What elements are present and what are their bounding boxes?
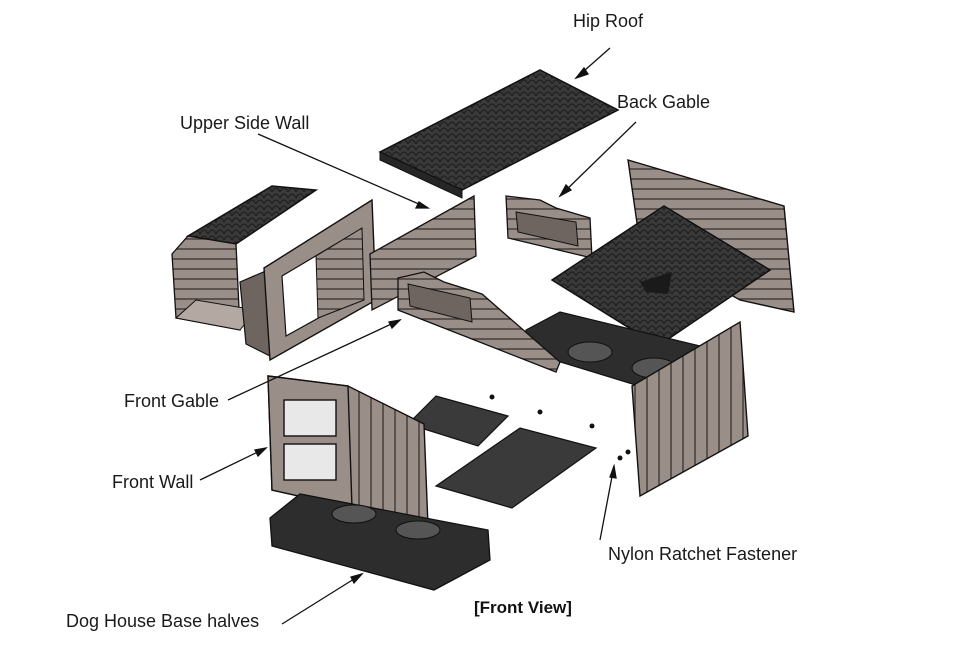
- label-hip-roof: Hip Roof: [573, 11, 644, 31]
- floor-panels: [406, 395, 598, 509]
- left-roof-part: [185, 185, 319, 245]
- left-side-wall-part: [171, 235, 271, 357]
- hip-roof-part: [378, 69, 620, 199]
- right-side-wall-part: [631, 320, 749, 498]
- label-nylon-ratchet-fastener: Nylon Ratchet Fastener: [608, 544, 798, 564]
- front-wall-part: [267, 375, 429, 527]
- label-front-gable: Front Gable: [124, 391, 220, 411]
- label-dog-house-base-halves: Dog House Base halves: [66, 611, 260, 631]
- label-back-gable: Back Gable: [617, 92, 711, 112]
- leader-lines: [199, 47, 637, 625]
- label-upper-side-wall: Upper Side Wall: [180, 113, 310, 133]
- right-roof-part: [550, 205, 772, 347]
- label-front-wall: Front Wall: [112, 472, 194, 492]
- caption-front-view: [Front View]: [474, 598, 572, 617]
- back-gable-part: [505, 195, 593, 259]
- fasteners: [489, 394, 631, 461]
- front-base-part: [269, 493, 491, 591]
- upper-side-wall-part: [263, 194, 477, 362]
- front-gable-part: [397, 271, 561, 373]
